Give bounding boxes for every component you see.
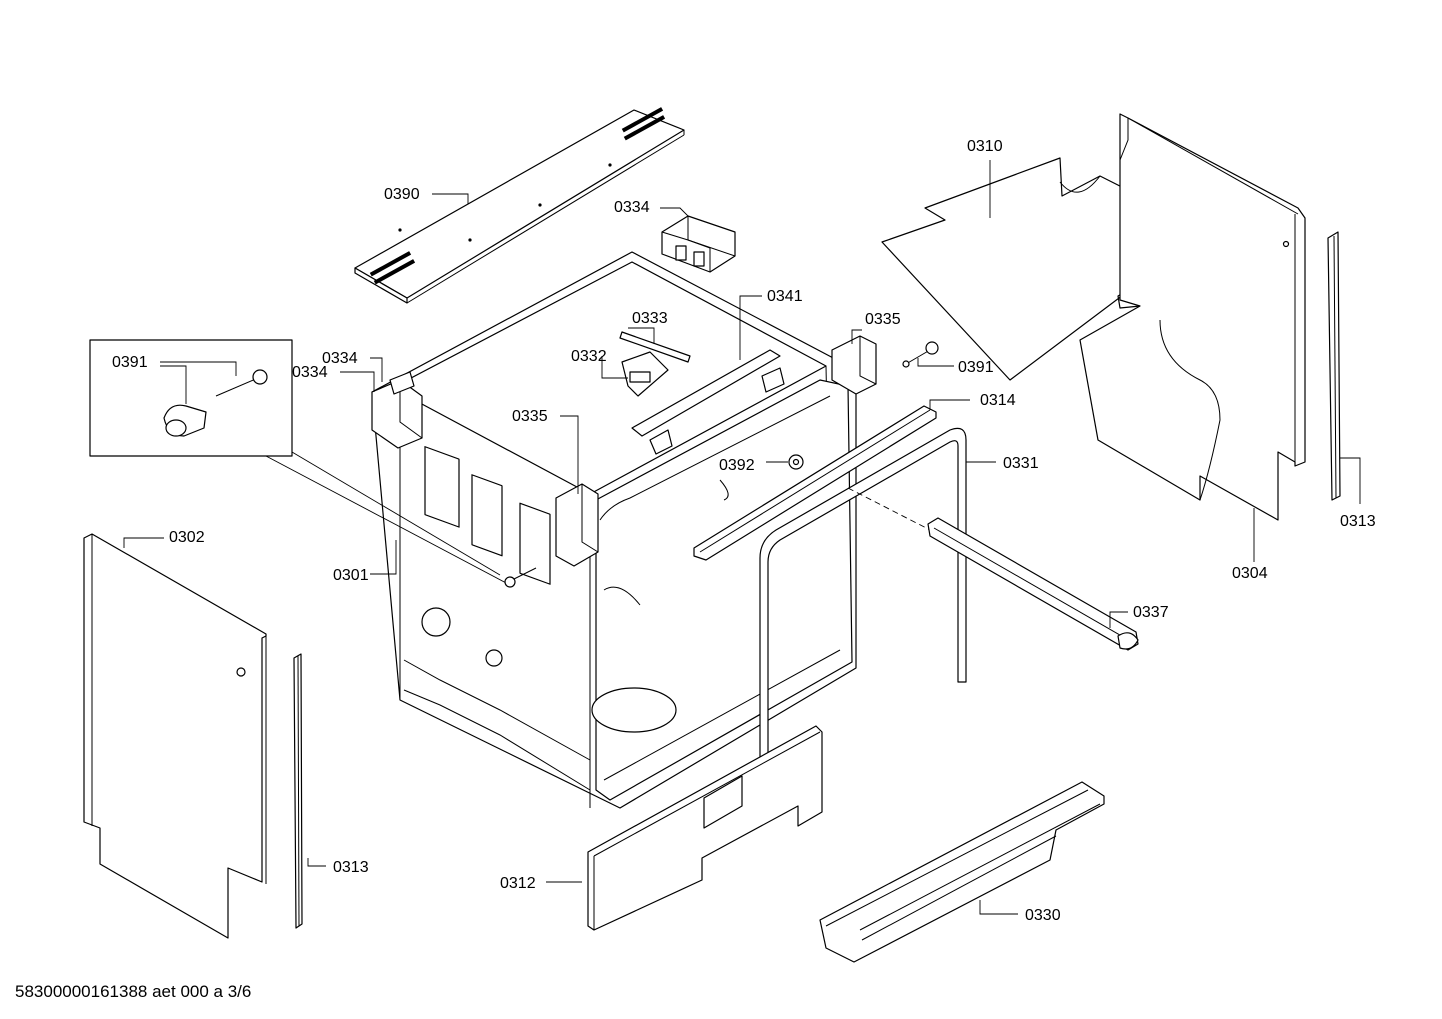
part-0302-side-panel-left [83, 533, 267, 939]
part-0331-door-seal [759, 427, 967, 797]
part-0333-spacer [619, 331, 691, 363]
part-0334-bracket-left [371, 371, 423, 449]
part-0332-latch [621, 351, 669, 397]
detail-box-0391 [89, 339, 511, 586]
label-0302: 0302 [169, 529, 205, 546]
part-0304-side-panel-right [1079, 113, 1306, 521]
assembly-axis-line [847, 487, 939, 535]
part-0334-bracket-top [661, 215, 736, 273]
label-0313-left: 0313 [333, 859, 369, 876]
part-0390-cover-plate [354, 107, 685, 304]
drawing-id-footer: 58300000161388 aet 000 a 3/6 [15, 982, 252, 1001]
part-0313-strip-right [1327, 231, 1341, 501]
label-0304: 0304 [1232, 565, 1268, 582]
label-0334-left-b: 0334 [292, 364, 328, 381]
part-0392-cam [788, 454, 804, 470]
label-0334-top: 0334 [614, 199, 650, 216]
part-0341-rail [631, 349, 785, 455]
part-0337-rail [927, 517, 1139, 651]
leader-lines [123, 160, 1361, 915]
part-0312-plinth [587, 725, 823, 931]
part-0391-screw-tub [504, 567, 537, 588]
label-0391-detail: 0391 [112, 354, 148, 371]
label-0332: 0332 [571, 348, 607, 365]
label-0335-right: 0335 [865, 311, 901, 328]
label-0312: 0312 [500, 875, 536, 892]
label-0331: 0331 [1003, 455, 1039, 472]
label-0313-right: 0313 [1340, 513, 1376, 530]
label-0337: 0337 [1133, 604, 1169, 621]
part-0314-seal-bar [693, 405, 937, 561]
label-0333: 0333 [632, 310, 668, 327]
label-0301: 0301 [333, 567, 369, 584]
label-0310: 0310 [967, 138, 1003, 155]
label-0314: 0314 [980, 392, 1016, 409]
part-0335-hinge-right [831, 335, 877, 395]
label-0392: 0392 [719, 457, 755, 474]
part-0330-base-tray [819, 781, 1105, 963]
label-0341: 0341 [767, 288, 803, 305]
label-0335-mid: 0335 [512, 408, 548, 425]
label-0334-left-a: 0334 [322, 350, 358, 367]
label-0330: 0330 [1025, 907, 1061, 924]
part-0391-screw-right [902, 341, 939, 368]
label-0391-right: 0391 [958, 359, 994, 376]
part-0313-strip-left [293, 653, 303, 929]
label-0390: 0390 [384, 186, 420, 203]
part-0335-hinge-mid [555, 483, 599, 567]
